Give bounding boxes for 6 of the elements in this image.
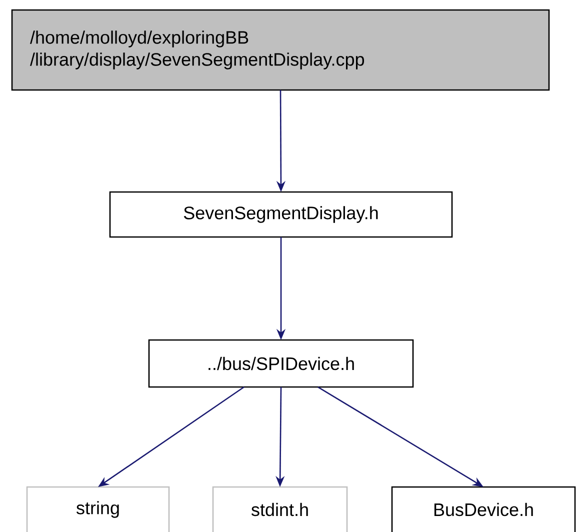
header-box: SevenSegmentDisplay.h [109,191,453,238]
header-box: string [26,486,170,532]
header-box: BusDevice.h [391,486,576,532]
header-box: stdint.h [212,486,348,532]
file-box: /home/molloyd/exploringBB /library/display/SevenSegmentDisplay.cpp [11,9,550,91]
header-box: ../bus/SPIDevice.h [148,339,414,388]
